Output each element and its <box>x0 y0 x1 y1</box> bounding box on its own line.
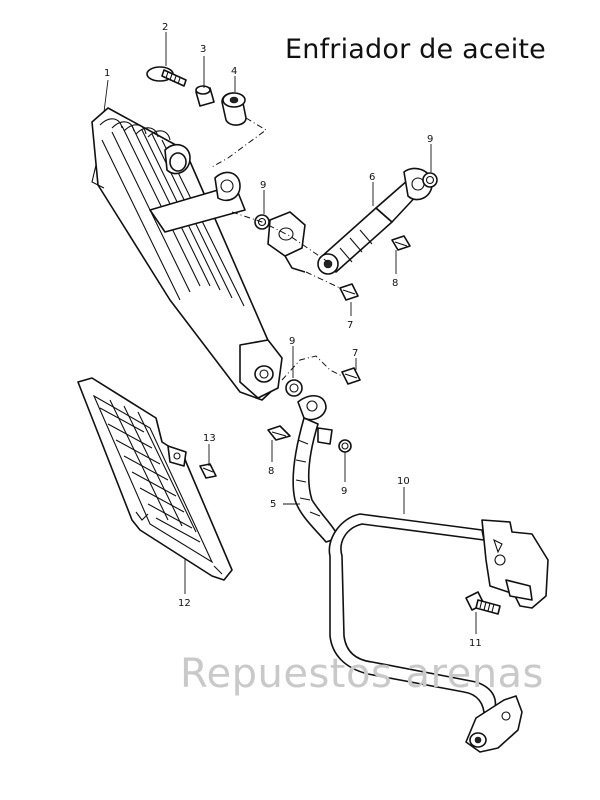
o-ring-9b <box>422 172 438 188</box>
watermark: Repuestos arenas <box>180 651 544 697</box>
bracket-10 <box>328 513 549 753</box>
o-ring-9d <box>338 439 352 453</box>
bolt-7a <box>339 283 359 301</box>
callout-9c: 9 <box>289 336 295 347</box>
callout-4: 4 <box>231 66 237 77</box>
callout-13: 13 <box>203 433 216 444</box>
bolt-13 <box>199 463 217 479</box>
o-ring-9c <box>285 379 303 397</box>
upper-flange-fitting <box>267 211 306 273</box>
cooler-cover-12 <box>77 377 233 581</box>
collar-3 <box>195 85 215 107</box>
oil-cooler <box>91 107 283 401</box>
bolt-7b <box>341 367 361 385</box>
callout-7b: 7 <box>352 348 358 359</box>
assembly-line-lower <box>281 355 343 381</box>
bolt-11 <box>465 591 501 615</box>
grommet-4 <box>221 92 247 126</box>
callout-6: 6 <box>369 172 375 183</box>
diagram-title: Enfriador de aceite <box>285 34 546 65</box>
callout-3: 3 <box>200 44 206 55</box>
callout-9d: 9 <box>341 486 347 497</box>
lower-hose-5 <box>292 395 339 543</box>
callout-9b: 9 <box>260 180 266 191</box>
callout-8a: 8 <box>392 278 398 289</box>
oil-hose-6 <box>317 167 433 275</box>
leader-lines <box>103 32 477 634</box>
callout-9a: 9 <box>427 134 433 145</box>
callout-12: 12 <box>178 598 191 609</box>
callout-10: 10 <box>397 476 410 487</box>
assembly-line-grommet <box>209 117 267 169</box>
bolt-2 <box>146 66 187 87</box>
callout-1: 1 <box>104 68 110 79</box>
callout-2: 2 <box>162 22 168 33</box>
callout-11: 11 <box>469 638 482 649</box>
assembly-line-hose-upper <box>305 271 341 289</box>
callout-7a: 7 <box>347 320 353 331</box>
assembly-line-upper-flange <box>231 211 329 263</box>
bolt-8a <box>391 235 411 251</box>
bolt-8b <box>267 425 291 441</box>
callout-8b: 8 <box>268 466 274 477</box>
callout-5: 5 <box>270 499 276 510</box>
